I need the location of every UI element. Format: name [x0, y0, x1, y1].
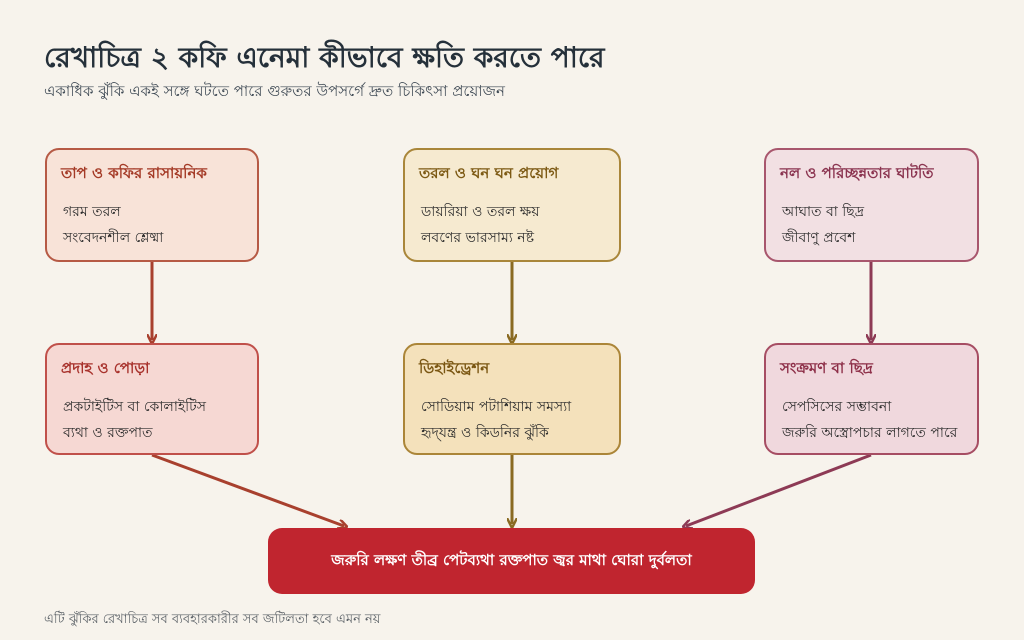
- cause-box-heat-chemicals: তাপ ও কফির রাসায়নিক গরম তরল সংবেদনশীল শ…: [45, 148, 259, 262]
- effect-line: ব্যথা ও রক্তপাত: [63, 425, 153, 441]
- effect-title: ডিহাইড্রেশন: [419, 359, 490, 377]
- cause-box-tube-hygiene: নল ও পরিচ্ছন্নতার ঘাটতি আঘাত বা ছিদ্র জী…: [764, 148, 979, 262]
- cause-line: জীবাণু প্রবেশ: [782, 230, 856, 246]
- effect-box-dehydration: ডিহাইড্রেশন সোডিয়াম পটাশিয়াম সমস্যা হৃ…: [403, 343, 621, 455]
- effect-line: প্রকটাইটিস বা কোলাইটিস: [63, 399, 207, 415]
- cause-line: সংবেদনশীল শ্লেষ্মা: [63, 230, 164, 246]
- emergency-signs-label: জরুরি লক্ষণ তীব্র পেটব্যথা রক্তপাত জ্বর …: [331, 550, 692, 569]
- effect-line: হৃদ্‌যন্ত্র ও কিডনির ঝুঁকি: [421, 425, 549, 441]
- effect-box-infection: সংক্রমণ বা ছিদ্র সেপসিসের সম্ভাবনা জরুরি…: [764, 343, 979, 455]
- effect-title: সংক্রমণ বা ছিদ্র: [780, 359, 873, 377]
- cause-line: আঘাত বা ছিদ্র: [782, 204, 865, 220]
- effect-line: সেপসিসের সম্ভাবনা: [782, 399, 892, 415]
- effect-line: সোডিয়াম পটাশিয়াম সমস্যা: [421, 399, 572, 415]
- emergency-signs-banner: জরুরি লক্ষণ তীব্র পেটব্যথা রক্তপাত জ্বর …: [268, 528, 755, 594]
- effect-line: জরুরি অস্ত্রোপচার লাগতে পারে: [782, 425, 958, 441]
- cause-title: তরল ও ঘন ঘন প্রয়োগ: [419, 164, 559, 182]
- effect-title: প্রদাহ ও পোড়া: [61, 359, 150, 377]
- cause-title: নল ও পরিচ্ছন্নতার ঘাটতি: [780, 164, 934, 182]
- page-title: রেখাচিত্র ২ কফি এনেমা কীভাবে ক্ষতি করতে …: [44, 41, 605, 74]
- footer-note: এটি ঝুঁকির রেখাচিত্র সব ব্যবহারকারীর সব …: [44, 612, 381, 627]
- page-subtitle: একাধিক ঝুঁকি একই সঙ্গে ঘটতে পারে গুরুতর …: [44, 82, 506, 100]
- cause-line: ডায়রিয়া ও তরল ক্ষয়: [421, 204, 540, 220]
- arrow-inflammation-to-emergency: [151, 453, 344, 526]
- arrow-infection-to-emergency: [686, 453, 872, 526]
- effect-box-inflammation: প্রদাহ ও পোড়া প্রকটাইটিস বা কোলাইটিস ব্…: [45, 343, 259, 455]
- cause-title: তাপ ও কফির রাসায়নিক: [61, 164, 207, 182]
- cause-line: গরম তরল: [63, 204, 121, 220]
- cause-line: লবণের ভারসাম্য নষ্ট: [421, 230, 534, 246]
- cause-box-fluid-frequent-use: তরল ও ঘন ঘন প্রয়োগ ডায়রিয়া ও তরল ক্ষয…: [403, 148, 621, 262]
